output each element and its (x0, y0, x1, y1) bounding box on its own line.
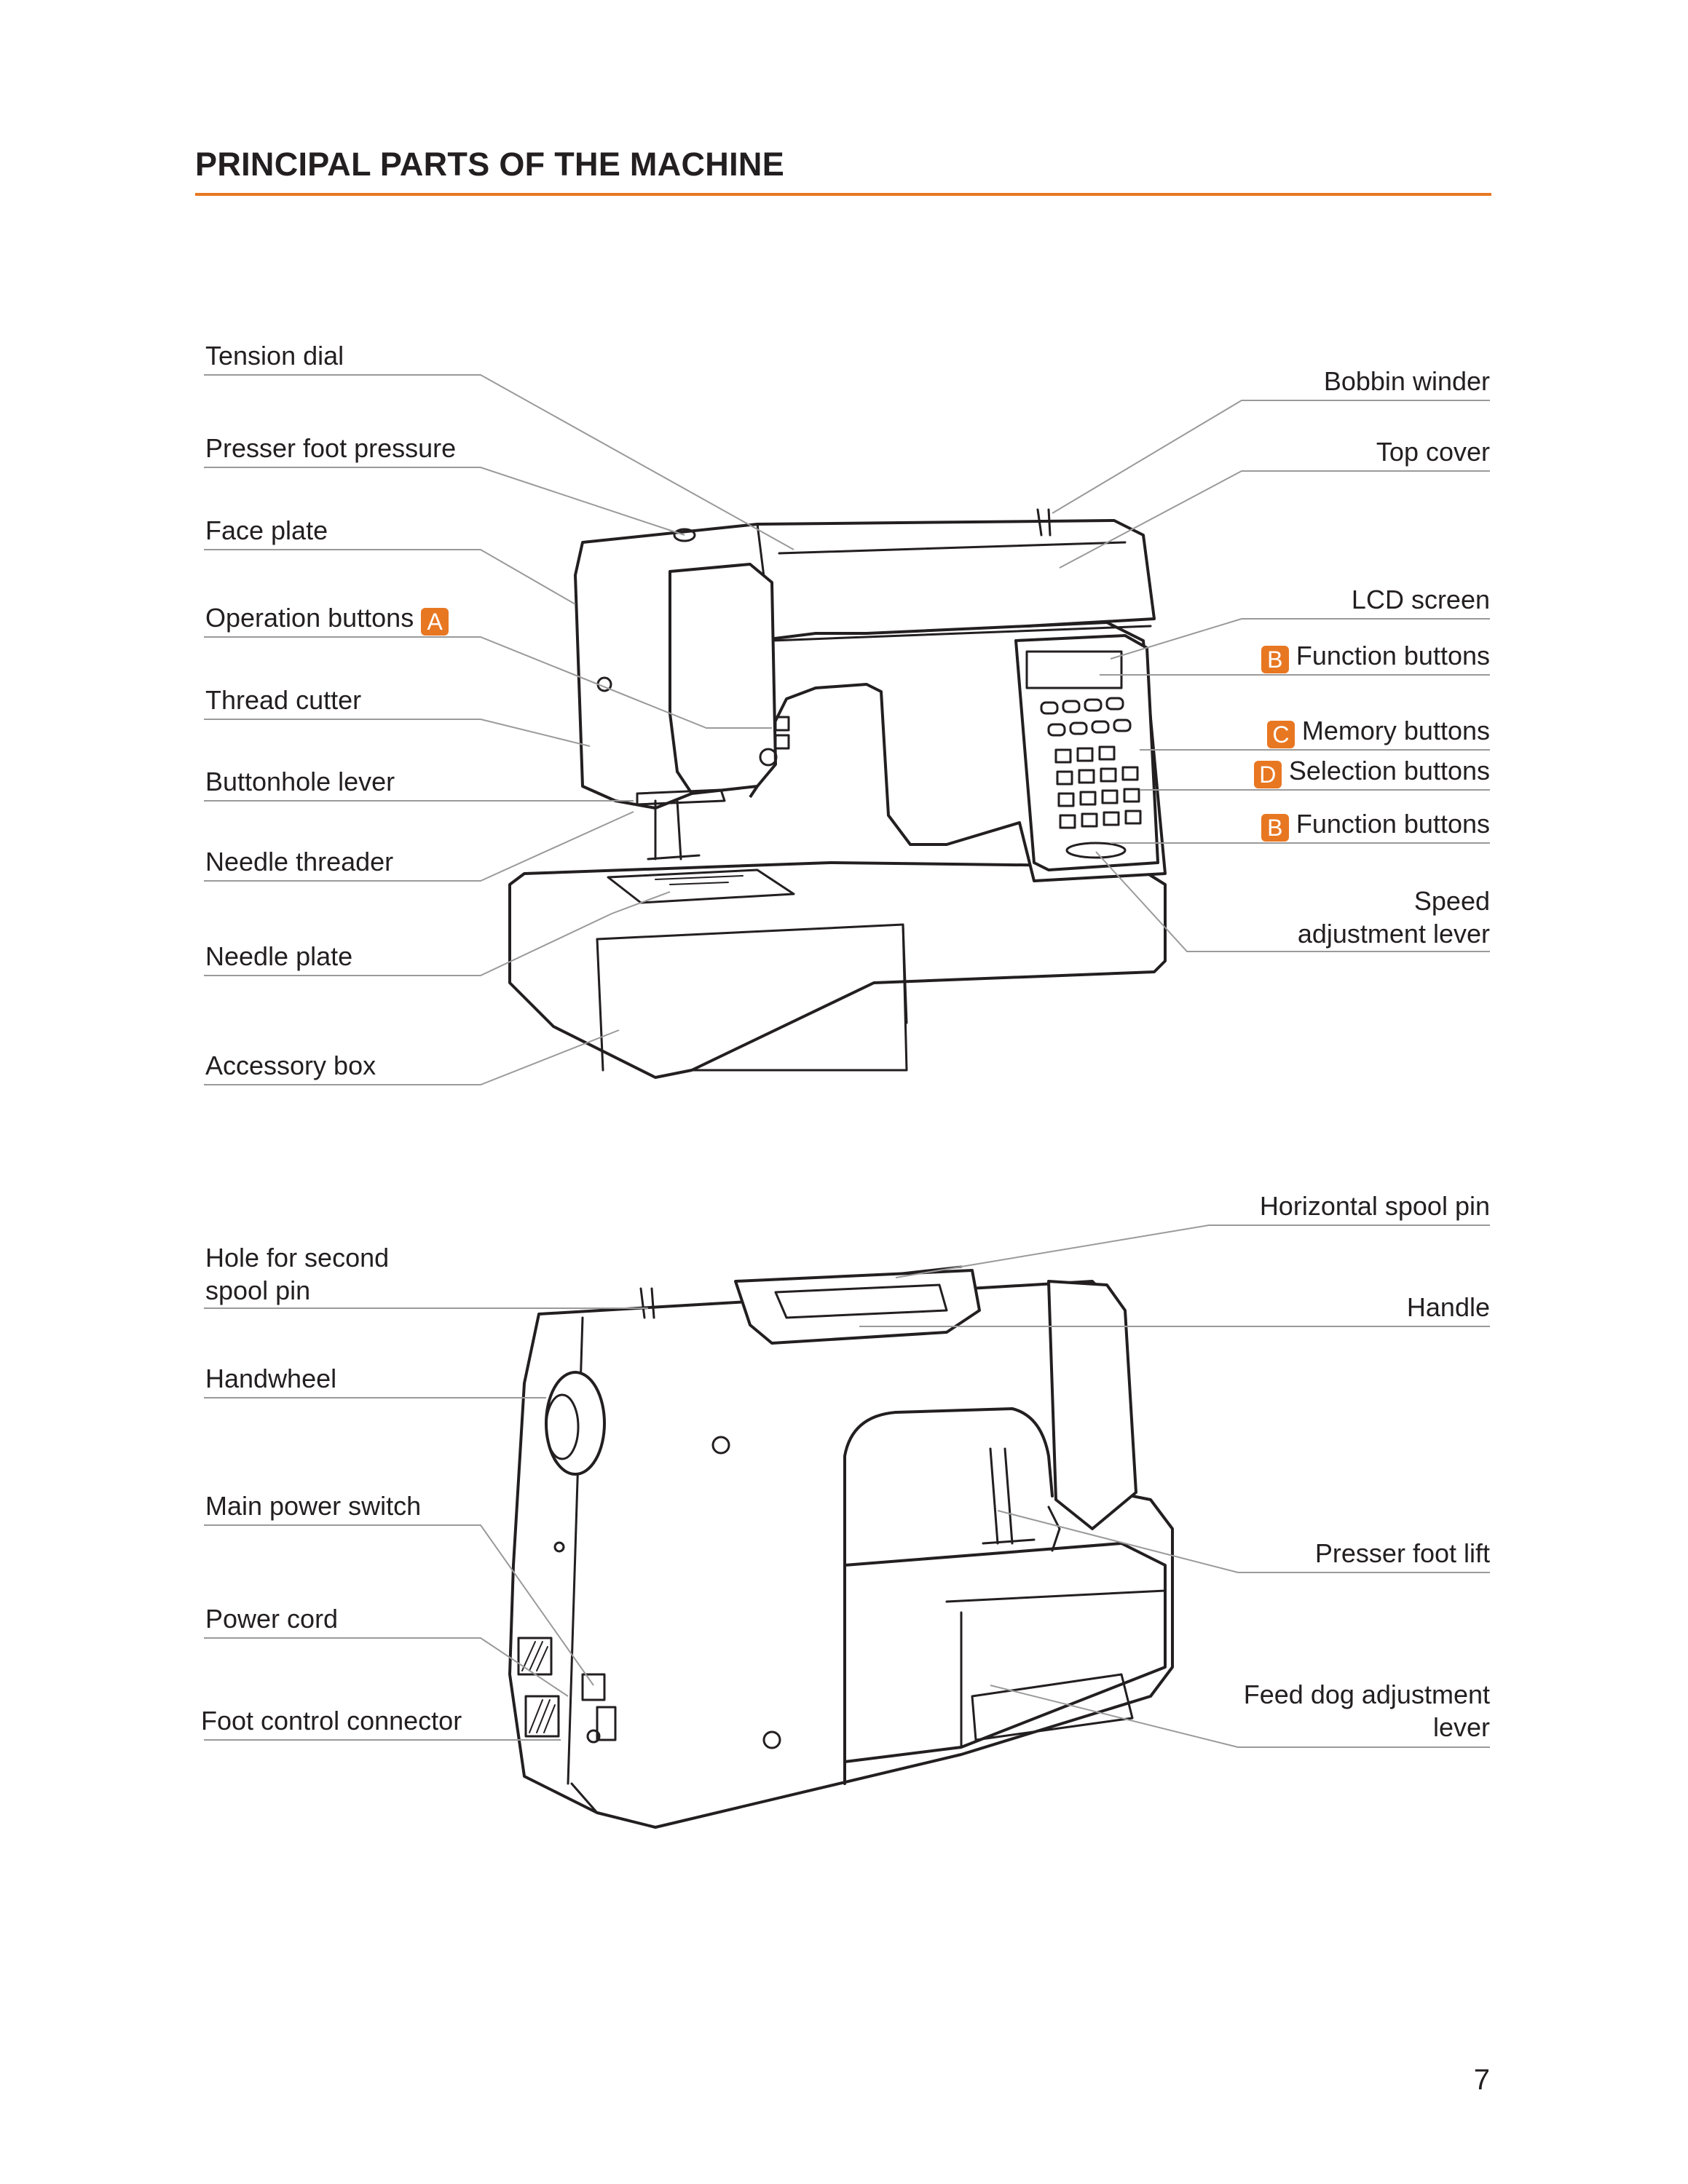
label-text: Memory buttons (1301, 716, 1490, 745)
label-handwheel: Handwheel (205, 1364, 337, 1393)
rear-machine-drawing (508, 1265, 1174, 1829)
label-needle-plate: Needle plate (205, 941, 353, 971)
label-line-1: Speed (1413, 886, 1490, 916)
page-number: 7 (1473, 2064, 1490, 2096)
label-power-cord: Power cord (205, 1604, 339, 1634)
badge-a: A (421, 608, 449, 636)
label-tension-dial: Tension dial (205, 341, 344, 371)
label-hole-for-second-spool-pin: Hole for second spool pin (205, 1241, 389, 1307)
label-foot-control-connector: Foot control connector (201, 1706, 462, 1736)
page-title: PRINCIPAL PARTS OF THE MACHINE (195, 146, 785, 183)
badge-b: B (1261, 646, 1289, 673)
label-line-1: Hole for second (205, 1243, 390, 1273)
label-text: Selection buttons (1288, 756, 1490, 786)
label-line-2: spool pin (205, 1275, 311, 1305)
label-feed-dog-adjustment-lever: Feed dog adjustment lever (1244, 1678, 1490, 1744)
leader-lines (204, 374, 1490, 1748)
label-text: Function buttons (1295, 809, 1490, 839)
label-speed-adjustment-lever: Speed adjustment lever (1298, 885, 1490, 950)
label-face-plate: Face plate (205, 515, 328, 545)
label-main-power-switch: Main power switch (205, 1491, 422, 1521)
label-lcd-screen: LCD screen (1351, 585, 1490, 614)
label-line-1: Feed dog adjustment (1243, 1679, 1490, 1709)
badge-c: C (1266, 721, 1295, 748)
label-line-2: adjustment lever (1297, 919, 1490, 949)
badge-b: B (1261, 814, 1289, 842)
label-text: Function buttons (1295, 641, 1490, 670)
label-horizontal-spool-pin: Horizontal spool pin (1259, 1191, 1490, 1221)
badge-d: D (1253, 761, 1282, 788)
label-presser-foot-pressure: Presser foot pressure (205, 433, 457, 463)
label-needle-threader: Needle threader (205, 847, 394, 877)
label-accessory-box: Accessory box (205, 1051, 376, 1080)
label-top-cover: Top cover (1376, 437, 1490, 467)
label-handle: Handle (1406, 1292, 1490, 1322)
label-line-2: lever (1432, 1712, 1490, 1742)
front-machine-drawing (508, 508, 1167, 1079)
label-bobbin-winder: Bobbin winder (1323, 366, 1490, 396)
label-buttonhole-lever: Buttonhole lever (205, 767, 395, 796)
label-text: Operation buttons (205, 603, 414, 633)
title-underline (195, 193, 1491, 196)
label-presser-foot-lift: Presser foot lift (1314, 1538, 1490, 1568)
label-thread-cutter: Thread cutter (205, 685, 362, 715)
